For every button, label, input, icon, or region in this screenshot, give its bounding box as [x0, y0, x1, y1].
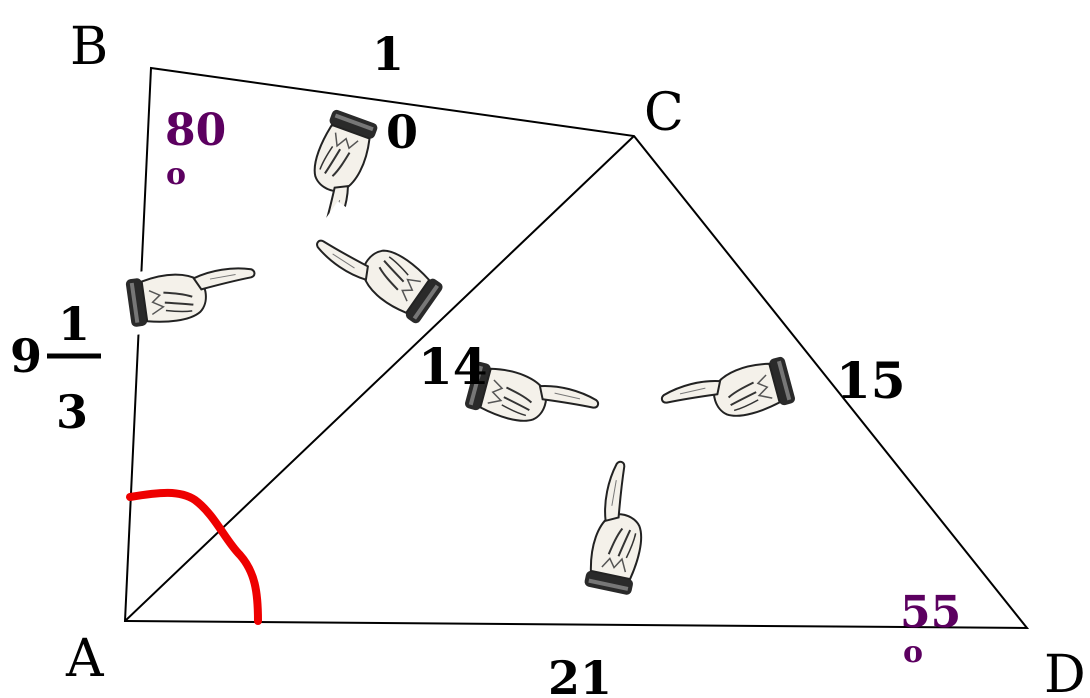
- side-label-ad: 21: [548, 651, 612, 698]
- angle-label-d-degree: o: [903, 635, 923, 670]
- side-label-cd: 15: [836, 351, 906, 410]
- pointing-hand-icon: [650, 348, 803, 446]
- angle-label-b-degree: o: [166, 157, 186, 192]
- quadrilateral-abcd: [123, 66, 1030, 630]
- side-label-ac: 14: [418, 337, 488, 396]
- vertex-label-b: B: [70, 17, 108, 77]
- pointing-hand-icon: [279, 102, 386, 255]
- side-label-bc-bottom: 0: [386, 105, 418, 159]
- pointing-hand-icon: [120, 254, 268, 336]
- vertex-label-c: C: [644, 83, 684, 143]
- side-label-ab-numerator: 1: [58, 297, 90, 351]
- angle-label-d: 55: [900, 587, 961, 638]
- vertex-label-a: A: [65, 629, 105, 689]
- side-label-ab-denominator: 3: [56, 385, 88, 439]
- pointing-hand-icon: [576, 451, 667, 602]
- pointing-hand-icon: [457, 353, 610, 451]
- diagonal-ac: [124, 135, 635, 622]
- side-label-ab-whole: 9: [10, 329, 42, 383]
- angle-label-b: 80: [165, 105, 226, 156]
- pointing-hand-icon: [302, 201, 453, 333]
- side-label-bc-top: 1: [372, 27, 404, 81]
- angle-a-marker: [126, 488, 262, 625]
- vertex-label-d: D: [1044, 645, 1086, 698]
